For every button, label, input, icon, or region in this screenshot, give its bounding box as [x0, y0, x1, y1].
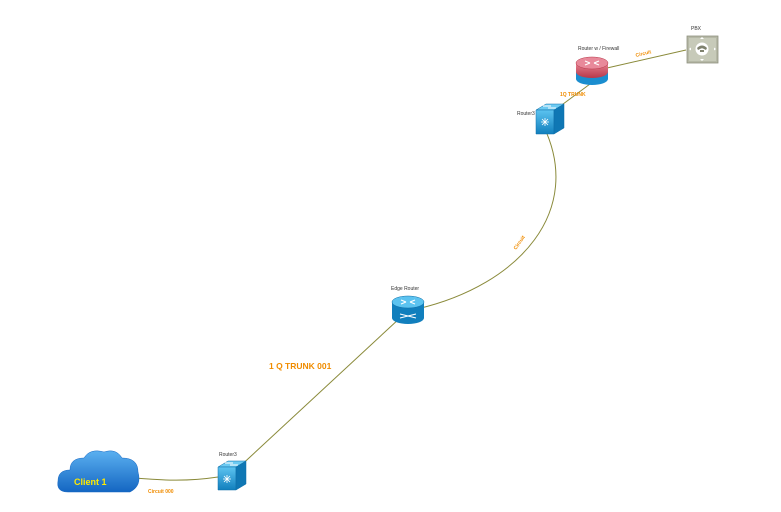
edge-router-node[interactable]: Edge Router	[391, 286, 425, 324]
client1-node[interactable]: Client 1	[57, 450, 140, 493]
cloud-icon	[57, 450, 140, 493]
pbx-label: PBX	[691, 26, 702, 32]
link-label-router3-client: Circuit 000	[148, 489, 174, 495]
router-firewall-node[interactable]: Router w / Firewall	[575, 46, 619, 85]
router3-top-label: Router3	[517, 111, 535, 117]
router3-top-node[interactable]: Router3	[517, 103, 565, 135]
link-router3-edge	[416, 124, 557, 310]
link-pbx-firewall	[606, 49, 687, 69]
router3-bottom-label: Router3	[219, 452, 237, 458]
client1-label: Client 1	[74, 477, 107, 487]
pbx-node[interactable]: PBX	[686, 26, 719, 64]
pbx-phone-icon	[686, 35, 719, 64]
link-label-firewall-router3: 1Q TRUNK	[560, 92, 586, 98]
link-edge-router3	[235, 317, 401, 471]
router-icon	[391, 295, 425, 324]
link-router3-client	[134, 476, 219, 481]
router-firewall-icon	[575, 56, 609, 85]
router3-bottom-node[interactable]: Router3	[217, 452, 247, 491]
layer3-switch-icon	[535, 103, 565, 135]
link-label-edge-router3: 1 Q TRUNK 001	[269, 361, 332, 371]
layer3-switch-icon	[217, 460, 247, 491]
link-label-pbx-firewall: Circuit	[635, 49, 652, 59]
link-label-router3-edge: Circuit	[513, 234, 527, 251]
edge-router-label: Edge Router	[391, 286, 419, 292]
router-firewall-label: Router w / Firewall	[578, 46, 619, 52]
